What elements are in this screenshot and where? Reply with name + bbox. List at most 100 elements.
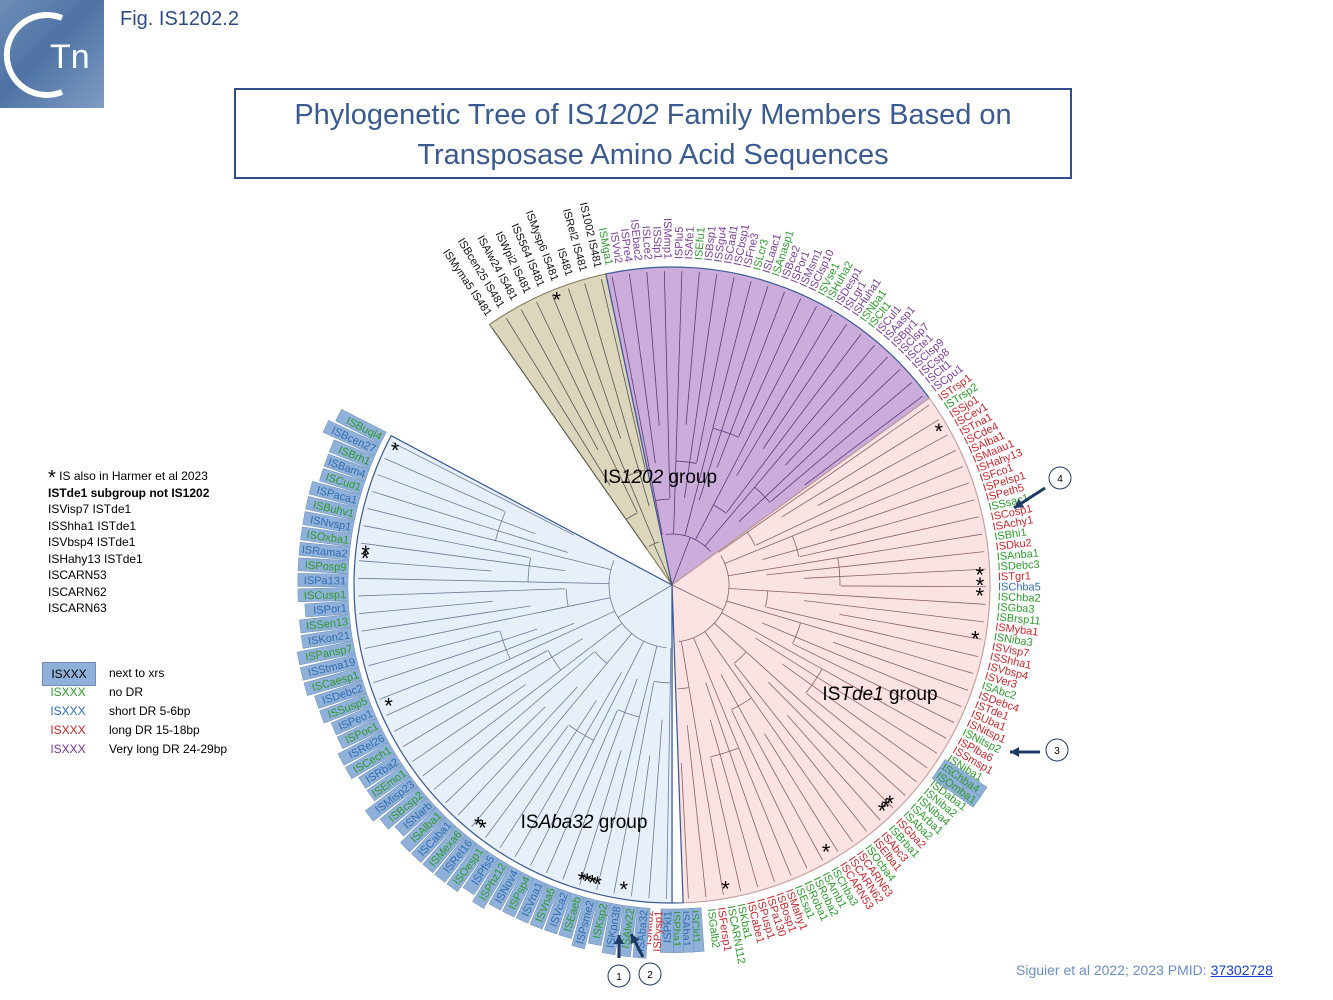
branch-line [364,606,569,649]
leaf-label: ISAfe1 [683,226,697,260]
branch-line [696,277,735,463]
leaf-name: ISAba32 [635,909,651,952]
branch-line [528,581,610,585]
branch-line [787,715,881,821]
branch-line [754,344,875,488]
leaf-label: ISMyba1 [994,621,1039,638]
figure-label: Fig. IS1202.2 [120,8,239,30]
branch-line [688,687,724,895]
callout-number: 2 [647,970,653,981]
leaf-name: ISBhi1 [994,527,1028,544]
leaf-name: ISOxba1 [306,529,350,547]
group-label-is1202: IS1202 group [603,467,717,488]
branch-arc [547,650,562,671]
xrs-highlight [931,767,981,808]
leaf-label: ISPysp1 [652,911,666,952]
branch-line [372,491,569,553]
branch-line [721,612,823,670]
branch-line [551,294,628,477]
legend-subgroup-title: ISTde1 subgroup not IS1202 [48,485,210,500]
key-chip: ISXXX [50,723,86,737]
branch-line [698,285,769,501]
branch-line [373,628,538,683]
xrs-highlight [298,542,351,561]
xrs-highlight [358,753,403,789]
star-icon: * [578,868,587,893]
branch-line [611,276,656,501]
branch-line [755,450,956,546]
branch-line [560,622,623,671]
leaf-name: ISStp1 [650,226,663,259]
star-icon: * [384,693,393,718]
branch-line [458,686,578,816]
branch-line [766,551,985,576]
logo-text: Tn [50,38,90,76]
branch-line [514,672,622,858]
branch-line [671,537,691,586]
pmid-link[interactable]: 37302728 [1210,962,1273,978]
branch-line [358,588,566,597]
branch-arc [754,486,771,503]
leaf-label: ISLce2 [639,225,653,260]
xrs-highlight [544,888,572,935]
title-pre: Phylogenetic Tree of IS [294,99,595,131]
leaf-name: ISSgu4 [713,226,730,263]
title-italic: 1202 [594,99,659,131]
branch-line [626,475,656,544]
branch-arc [626,469,646,477]
leaf-label: ISPa131 [297,573,349,588]
branch-line [485,725,569,838]
branch-line [768,682,894,809]
xrs-highlight [328,439,375,469]
xrs-highlight [400,807,446,853]
branch-line [712,281,752,429]
xrs-highlight [488,865,522,911]
key-chip: ISXXX [42,662,96,686]
branch-arc [655,498,670,501]
legend-subgroup-item: ISCARN53 [48,568,107,582]
xrs-highlight [319,468,366,495]
branch-line [579,750,622,886]
xrs-highlight [617,905,638,958]
xrs-highlight [297,557,350,574]
branch-line [804,600,984,623]
citation-text: Siguier et al 2022; 2023 PMID: [1016,962,1211,978]
branch-line [360,542,566,571]
star-icon: * [588,871,597,896]
leaf-label: ISEbac2 [628,219,644,262]
branch-arc [648,541,659,547]
leaf-label: ISChba2 [998,591,1041,604]
branch-line [663,271,671,499]
branch-line [562,678,638,880]
branch-line [804,395,924,486]
star-icon: * [583,869,592,894]
branch-line [680,762,689,899]
branch-line [638,646,658,718]
legend: * IS also in Harmer et al 2023 ISTde1 su… [48,468,209,617]
xrs-highlight [336,717,383,750]
branch-line [359,600,493,614]
key-chip: ISXXX [50,685,86,699]
leaf-label: ISPlu5 [673,227,686,260]
key-chip: ISXXX [50,704,86,718]
leaf-label: ISVvi2 [607,231,624,264]
leaf-label: ISBrsp11 [996,611,1041,627]
branch-line [584,283,650,507]
branch-arc [712,427,739,438]
branch-line [358,577,529,583]
branch-line [379,622,575,700]
leaf-name: ISBsp1 [703,225,719,262]
xrs-highlight [330,705,377,736]
leaf-label: ISSen13 [299,614,351,634]
sector-is1202 [605,266,931,587]
tn-logo: Tn [0,0,104,108]
branch-arc [710,747,739,758]
callout-circle [1048,466,1072,490]
branch-line [785,356,889,466]
leaf-name: ISBrsp11 [996,611,1041,627]
callout-circle [638,962,662,986]
branch-line [655,500,663,536]
leaf-name: ISDebc3 [997,559,1040,573]
branch-line [713,306,817,506]
key-chip: ISXXX [50,742,86,756]
